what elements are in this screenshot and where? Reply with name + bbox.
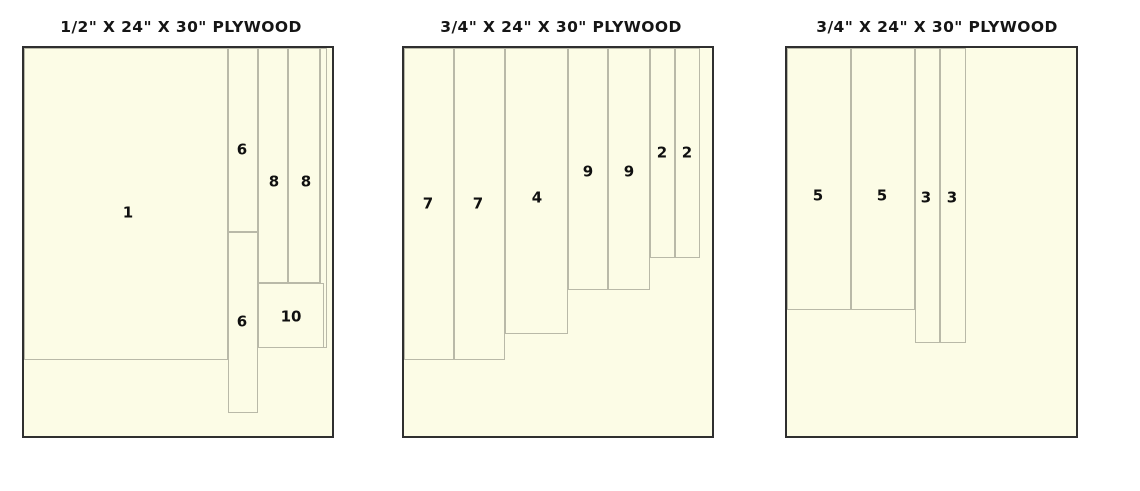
sheet-title: 1/2" X 24" X 30" PLYWOOD <box>60 18 302 36</box>
cut-piece-label: 3 <box>946 188 958 207</box>
cut-piece-label: 9 <box>623 162 635 181</box>
cut-piece <box>940 48 966 343</box>
cut-piece-label: 7 <box>472 194 484 213</box>
cut-piece <box>787 48 851 310</box>
cut-piece <box>228 232 258 413</box>
cut-piece <box>454 48 505 360</box>
cut-piece <box>568 48 608 290</box>
sheet-title: 3/4" X 24" X 30" PLYWOOD <box>440 18 682 36</box>
cut-piece-label: 2 <box>656 143 668 162</box>
cut-piece-label: 10 <box>280 307 302 326</box>
cut-piece <box>608 48 650 290</box>
cut-piece <box>851 48 915 310</box>
cut-piece-label: 5 <box>876 186 888 205</box>
cut-piece <box>258 48 288 283</box>
cut-piece-label: 4 <box>531 188 543 207</box>
cut-piece <box>505 48 568 334</box>
cut-piece-label: 3 <box>920 188 932 207</box>
cut-piece-label: 1 <box>122 203 134 222</box>
cut-piece <box>258 283 324 348</box>
cut-piece <box>915 48 940 343</box>
cut-piece <box>24 48 228 360</box>
cut-piece-label: 7 <box>422 194 434 213</box>
cut-piece-label: 6 <box>236 312 248 331</box>
cut-piece-label: 9 <box>582 162 594 181</box>
cut-piece <box>650 48 675 258</box>
cut-piece-label: 8 <box>300 172 312 191</box>
cut-piece <box>228 48 258 232</box>
cut-piece <box>288 48 320 283</box>
cut-piece-label: 5 <box>812 186 824 205</box>
cut-piece-label: 6 <box>236 140 248 159</box>
cut-piece-label: 8 <box>268 172 280 191</box>
cut-piece <box>675 48 700 258</box>
sheet-title: 3/4" X 24" X 30" PLYWOOD <box>816 18 1058 36</box>
cut-piece-label: 2 <box>681 143 693 162</box>
cut-piece <box>404 48 454 360</box>
